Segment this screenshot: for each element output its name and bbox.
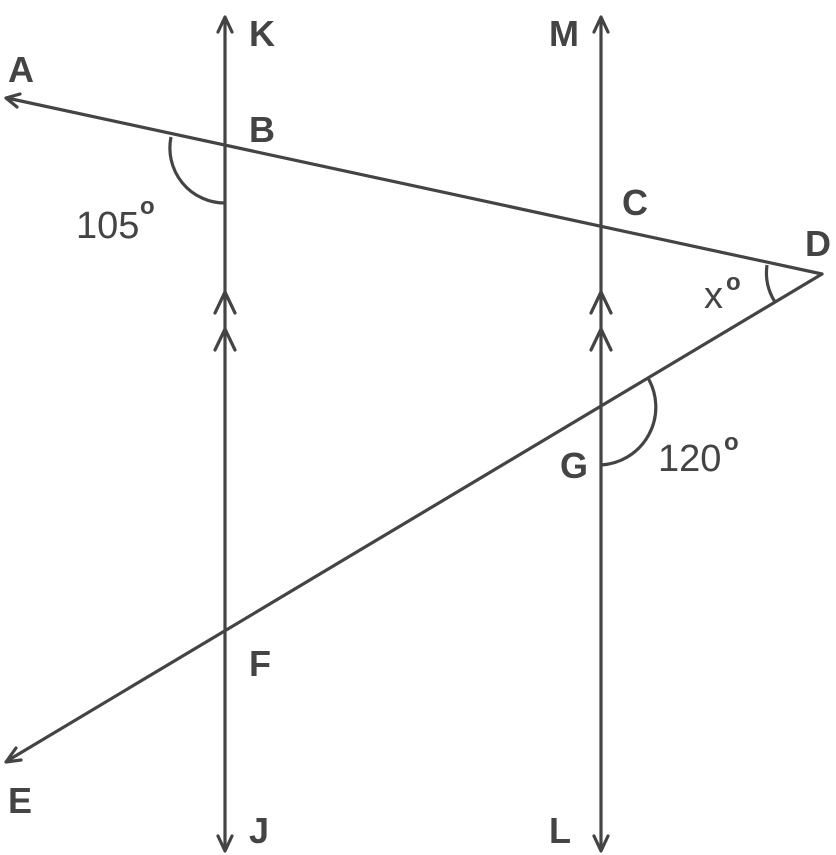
angle-arc-g bbox=[600, 377, 658, 467]
parallel-tick-kj-2 bbox=[213, 327, 237, 352]
arrowhead-l bbox=[592, 834, 610, 853]
degree-symbol-d: o bbox=[726, 269, 741, 296]
angle-label-b: 105 bbox=[76, 205, 139, 247]
line-da bbox=[4, 92, 824, 276]
angle-label-g: 120 bbox=[658, 438, 721, 480]
line-kj bbox=[213, 15, 237, 853]
arrowhead-j bbox=[216, 834, 234, 853]
label-point-d: D bbox=[805, 223, 831, 264]
parallel-tick-kj-1 bbox=[213, 290, 237, 315]
arrowhead-e bbox=[4, 746, 23, 764]
degree-symbol-b: o bbox=[140, 193, 155, 220]
arrowhead-m bbox=[592, 15, 610, 34]
label-point-a: A bbox=[8, 49, 34, 90]
angle-arc-d bbox=[764, 264, 777, 303]
label-point-m: M bbox=[549, 13, 579, 54]
line-ml bbox=[589, 15, 613, 853]
parallel-tick-ml-2 bbox=[589, 327, 613, 352]
angle-arc-b bbox=[168, 136, 226, 205]
arrowhead-k bbox=[216, 15, 234, 34]
label-point-b: B bbox=[249, 109, 275, 150]
label-point-c: C bbox=[622, 182, 648, 223]
degree-symbol-g: o bbox=[724, 429, 739, 456]
label-point-l: L bbox=[549, 810, 571, 851]
label-point-j: J bbox=[249, 810, 269, 851]
parallel-tick-ml-1 bbox=[589, 290, 613, 315]
arrowhead-a bbox=[4, 92, 22, 109]
label-point-e: E bbox=[8, 780, 32, 821]
label-point-f: F bbox=[249, 643, 271, 684]
line-de bbox=[4, 272, 824, 764]
label-point-g: G bbox=[560, 445, 588, 486]
angle-label-d: x bbox=[704, 275, 723, 317]
label-point-k: K bbox=[249, 13, 275, 54]
